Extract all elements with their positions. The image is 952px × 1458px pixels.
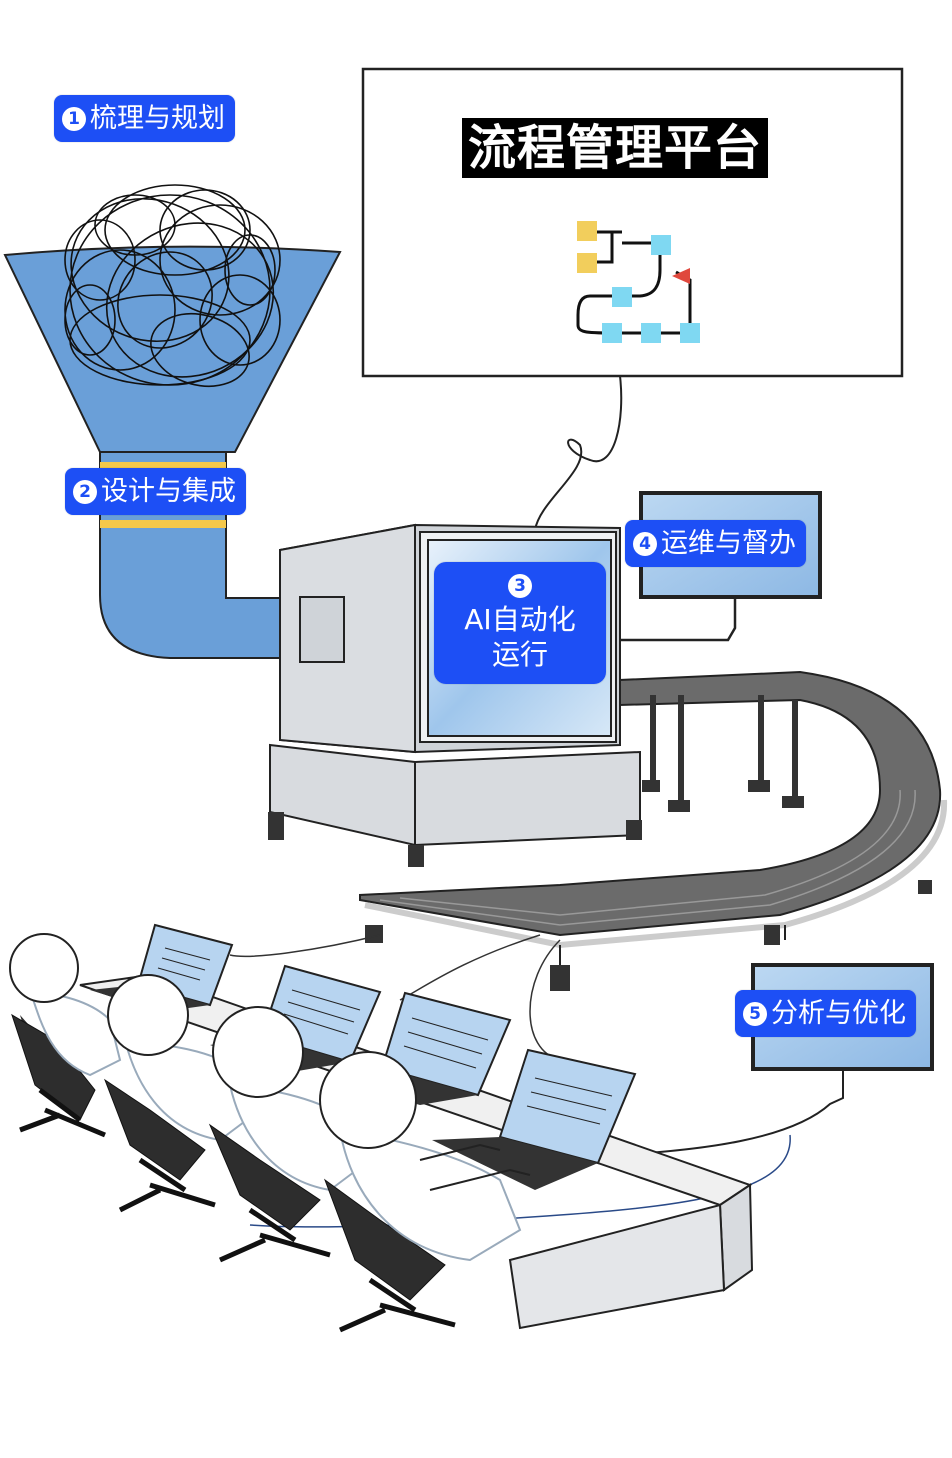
step-1-tag: 1 梳理与规划 (54, 95, 235, 142)
worker (9, 933, 122, 1138)
platform-board (361, 67, 904, 378)
step-3-label-line1: AI自动化 (464, 603, 576, 636)
worker (103, 974, 262, 1213)
step-2-label: 设计与集成 (101, 476, 236, 507)
platform-title: 流程管理平台 (462, 118, 769, 178)
step-3-label-line2: 运行 (491, 638, 548, 671)
step-2-tag: 2 设计与集成 (65, 468, 246, 515)
step-4-number: 4 (633, 531, 657, 556)
step-5-label: 分析与优化 (771, 998, 906, 1029)
step-4-label: 运维与督办 (661, 528, 796, 559)
red-flag-icon (672, 268, 690, 284)
worker (319, 1051, 531, 1333)
step-1-label: 梳理与规划 (90, 103, 225, 134)
scribble-tangle (64, 184, 281, 387)
step-3-tag: 3 AI自动化 运行 (434, 562, 606, 684)
board-cable (534, 375, 623, 531)
step-5-tag: 5 分析与优化 (735, 990, 916, 1037)
flowchart-icon (576, 221, 700, 343)
workers (9, 933, 531, 1333)
step-1-number: 1 (62, 106, 86, 131)
step-4-tag: 4 运维与督办 (625, 520, 806, 567)
conveyor-belt (359, 670, 948, 991)
step-5-number: 5 (743, 1001, 767, 1026)
step-3-number: 3 (508, 574, 532, 598)
step-2-number: 2 (73, 479, 97, 504)
